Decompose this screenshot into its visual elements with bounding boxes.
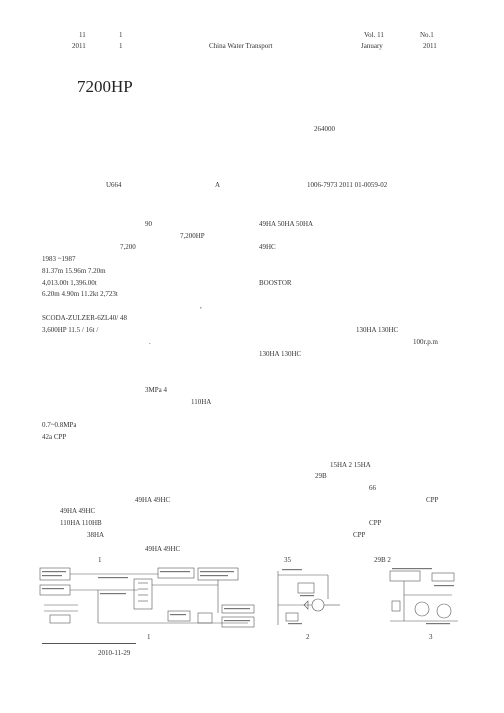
header-year-left: 2011 xyxy=(72,42,86,50)
right-line-12: 35 xyxy=(284,556,291,564)
right-line-7: 29B xyxy=(315,472,327,480)
document-code: A xyxy=(215,181,221,189)
header-vol: Vol. 11 xyxy=(364,31,384,39)
left-line-8: SCODA-ZULZER-6ZL40/ 48 xyxy=(42,314,127,322)
received-date: 2010-11-29 xyxy=(98,649,131,657)
header-journal: China Water Transport xyxy=(209,42,273,50)
right-line-1: 49HC xyxy=(259,243,276,251)
postcode: 264000 xyxy=(314,125,335,133)
figure-2-drawing xyxy=(277,569,340,625)
left-line-16: 49HA 49HC xyxy=(60,507,96,515)
left-line-10: . xyxy=(149,338,151,346)
right-line-8: 66 xyxy=(369,484,376,492)
figure-1-drawing xyxy=(39,567,255,628)
header-month: January xyxy=(361,42,383,50)
header-issue-num: 1 xyxy=(119,31,123,39)
right-line-11: CPP xyxy=(353,531,366,539)
left-line-11: 3MPa 4 xyxy=(145,386,167,394)
figure-3-diagram xyxy=(382,565,468,631)
right-line-5: 130HA 130HC xyxy=(259,350,302,358)
left-line-15: 49HA 49HC xyxy=(135,496,171,504)
left-line-9: 3,600HP 11.5 / 16t / xyxy=(42,326,99,334)
right-line-0: 49HA 50HA 50HA xyxy=(259,220,314,228)
figure-1-schematic xyxy=(38,565,262,631)
header-issue-no: 11 xyxy=(79,31,86,39)
left-line-2: 7,200 xyxy=(120,243,136,251)
right-line-9: CPP xyxy=(426,496,439,504)
left-line-12: 110HA xyxy=(191,398,212,406)
left-line-5: 4,013.00t 1,396.00t xyxy=(42,279,97,287)
left-line-1: 7,200HP xyxy=(180,232,205,240)
right-line-4: 100r.p.m xyxy=(413,338,438,346)
left-line-20: 1 xyxy=(98,556,102,564)
right-line-2: BOOSTOR xyxy=(259,279,292,287)
left-line-18: 38HA xyxy=(87,531,105,539)
figure-3-caption: 3 xyxy=(429,633,433,641)
right-line-3: 130HA 130HC xyxy=(356,326,399,334)
figure-3-drawing xyxy=(389,568,458,625)
footnote-rule xyxy=(42,643,136,644)
header-year-right: 2011 xyxy=(423,42,437,50)
header-no: No.1 xyxy=(420,31,434,39)
right-line-6: 15HA 2 15HA xyxy=(330,461,371,469)
figure-2-diagram xyxy=(268,565,348,631)
article-number: 1006-7973 2011 01-0059-02 xyxy=(307,181,388,189)
left-line-19: 49HA 49HC xyxy=(145,545,181,553)
left-line-6: 6.20m 4.90m 11.2kt 2,723t xyxy=(42,290,118,298)
left-line-4: 81.37m 15.96m 7.20m xyxy=(42,267,106,275)
figure-1-caption: 1 xyxy=(147,633,151,641)
clc-number: U664 xyxy=(106,181,122,189)
figure-2-caption: 2 xyxy=(306,633,310,641)
left-line-13: 0.7~0.8MPa xyxy=(42,421,77,429)
left-line-3: 1983 ~1987 xyxy=(42,255,76,263)
left-line-17: 110HA 110HB xyxy=(60,519,102,527)
right-line-10: CPP xyxy=(369,519,382,527)
left-line-14: 42a CPP xyxy=(42,433,67,441)
left-line-7: , xyxy=(200,302,202,310)
right-line-13: 29B 2 xyxy=(374,556,391,564)
article-title: 7200HP xyxy=(77,77,133,96)
left-line-0: 90 xyxy=(145,220,152,228)
header-issue-num2: 1 xyxy=(119,42,123,50)
